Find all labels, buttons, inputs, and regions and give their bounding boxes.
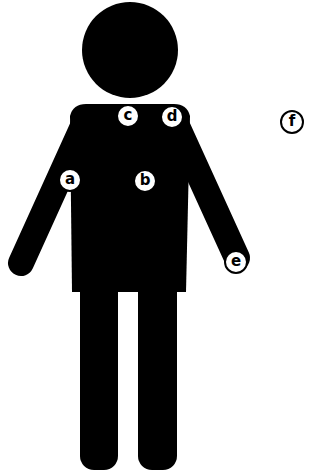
callout-letter: b: [133, 169, 157, 193]
right-leg: [138, 270, 177, 470]
callout-letter: d: [160, 105, 184, 129]
callout-letter: f: [280, 110, 304, 134]
callout-letter: c: [116, 104, 140, 128]
right-arm: [176, 124, 237, 258]
head: [82, 2, 178, 98]
callout-letter: e: [224, 250, 248, 274]
left-arm: [21, 124, 84, 263]
left-leg: [80, 270, 118, 470]
callout-letter: a: [58, 168, 82, 192]
